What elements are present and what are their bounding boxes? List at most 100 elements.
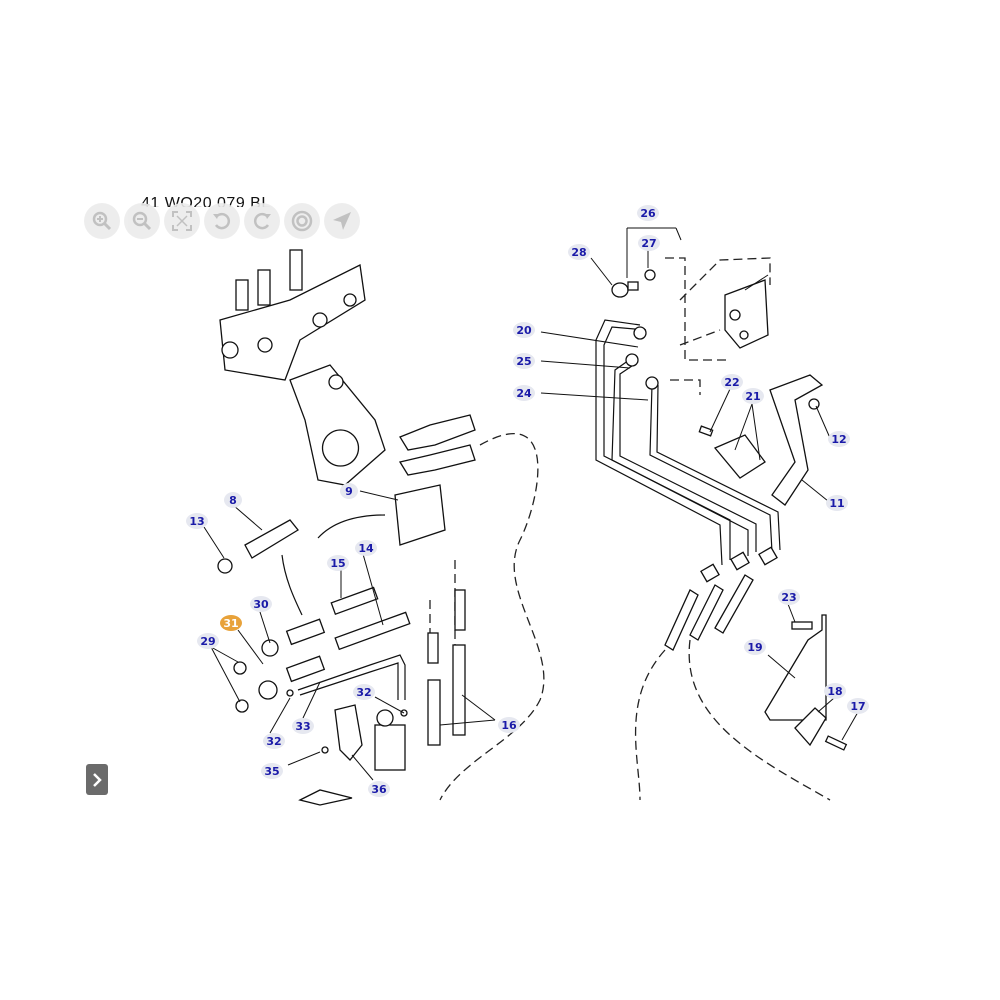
zoom-in-button[interactable]	[84, 203, 120, 239]
callout-badge	[744, 639, 766, 655]
callout-19[interactable]: 19	[744, 639, 766, 655]
callout-18[interactable]: 18	[824, 683, 846, 699]
callout-22[interactable]: 22	[721, 374, 743, 390]
callout-24[interactable]: 24	[513, 385, 535, 401]
callout-badge	[353, 684, 375, 700]
callout-17[interactable]: 17	[847, 698, 869, 714]
chevron-right-icon	[93, 772, 102, 787]
rigid-pipes	[595, 319, 781, 566]
callout-badge	[186, 513, 208, 529]
callout-number: 33	[295, 720, 310, 733]
pilot-valve-block	[665, 257, 771, 395]
navigate-arrow-icon	[333, 212, 351, 230]
callout-20[interactable]: 20	[513, 322, 535, 338]
callout-35[interactable]: 35	[261, 763, 283, 779]
pointer-button[interactable]	[324, 203, 360, 239]
clamp-21	[713, 434, 766, 479]
callout-number: 25	[516, 355, 531, 368]
callout-badge	[638, 235, 660, 251]
callout-number: 19	[747, 641, 762, 654]
callout-33[interactable]: 33	[292, 718, 314, 734]
callout-31[interactable]: 31	[220, 615, 242, 631]
callout-number: 15	[330, 557, 345, 570]
callout-8[interactable]: 8	[224, 492, 242, 508]
callout-labels: 8 9 11 12 13 14 15 16 17 18 19 20 21 22 23 24 25 26 27 28 29…	[186, 205, 869, 797]
callout-badge	[513, 385, 535, 401]
callout-number: 32	[266, 735, 281, 748]
callout-32[interactable]: 32	[353, 684, 375, 700]
rotate-right-button[interactable]	[244, 203, 280, 239]
callout-30[interactable]: 30	[250, 596, 272, 612]
callout-badge	[197, 633, 219, 649]
clamp-18	[794, 707, 827, 747]
callout-badge	[742, 388, 764, 404]
callout-29[interactable]: 29	[197, 633, 219, 649]
callout-badge	[368, 781, 390, 797]
callout-number: 20	[516, 324, 532, 337]
zoom-in-icon	[92, 211, 112, 231]
target-button[interactable]	[284, 203, 320, 239]
callout-number: 27	[641, 237, 656, 250]
callout-number: 26	[640, 207, 656, 220]
callout-32[interactable]: 32	[263, 733, 285, 749]
fit-screen-icon	[172, 211, 192, 231]
callout-number: 32	[356, 686, 371, 699]
callout-number: 18	[827, 685, 842, 698]
callout-number: 11	[829, 497, 844, 510]
callout-badge	[220, 615, 242, 631]
callout-number: 8	[229, 494, 237, 507]
callout-25[interactable]: 25	[513, 353, 535, 369]
leader-lines	[203, 227, 859, 781]
callout-11[interactable]: 11	[826, 495, 848, 511]
callout-23[interactable]: 23	[778, 589, 800, 605]
zoom-out-button[interactable]	[124, 203, 160, 239]
callout-number: 12	[831, 433, 846, 446]
valve-block-assembly	[219, 249, 386, 486]
callout-number: 17	[850, 700, 865, 713]
callout-number: 13	[189, 515, 204, 528]
callout-9[interactable]: 9	[340, 483, 358, 499]
callout-badge	[263, 733, 285, 749]
callout-16[interactable]: 16	[498, 717, 520, 733]
hose-line-right	[634, 649, 666, 801]
bracket-11	[769, 374, 824, 506]
next-page-button[interactable]	[86, 764, 108, 795]
rotate-right-icon	[253, 212, 271, 230]
callout-badge	[637, 205, 659, 221]
callout-badge	[568, 244, 590, 260]
callout-badge	[498, 717, 520, 733]
callout-26[interactable]: 26	[637, 205, 659, 221]
callout-12[interactable]: 12	[828, 431, 850, 447]
callout-number: 28	[571, 246, 586, 259]
rotate-left-icon	[213, 212, 231, 230]
callout-number: 30	[253, 598, 269, 611]
callout-36[interactable]: 36	[368, 781, 390, 797]
callout-number: 31	[223, 617, 238, 630]
hose-line-center	[439, 432, 545, 801]
callout-21[interactable]: 21	[742, 388, 764, 404]
fit-screen-button[interactable]	[164, 203, 200, 239]
callout-badge	[224, 492, 242, 508]
callout-28[interactable]: 28	[568, 244, 590, 260]
callout-badge	[250, 596, 272, 612]
callout-badge	[327, 555, 349, 571]
callout-number: 21	[745, 390, 760, 403]
rotate-left-button[interactable]	[204, 203, 240, 239]
callout-badge	[721, 374, 743, 390]
callout-badge	[824, 683, 846, 699]
callout-badge	[340, 483, 358, 499]
left-lower-parts	[217, 414, 476, 806]
callout-number: 22	[724, 376, 739, 389]
callout-14[interactable]: 14	[355, 540, 377, 556]
callout-15[interactable]: 15	[327, 555, 349, 571]
callout-13[interactable]: 13	[186, 513, 208, 529]
callout-27[interactable]: 27	[638, 235, 660, 251]
callout-number: 35	[264, 765, 279, 778]
callout-badge	[847, 698, 869, 714]
callout-number: 23	[781, 591, 796, 604]
callout-badge	[355, 540, 377, 556]
callout-badge	[513, 322, 535, 338]
callout-number: 24	[516, 387, 532, 400]
